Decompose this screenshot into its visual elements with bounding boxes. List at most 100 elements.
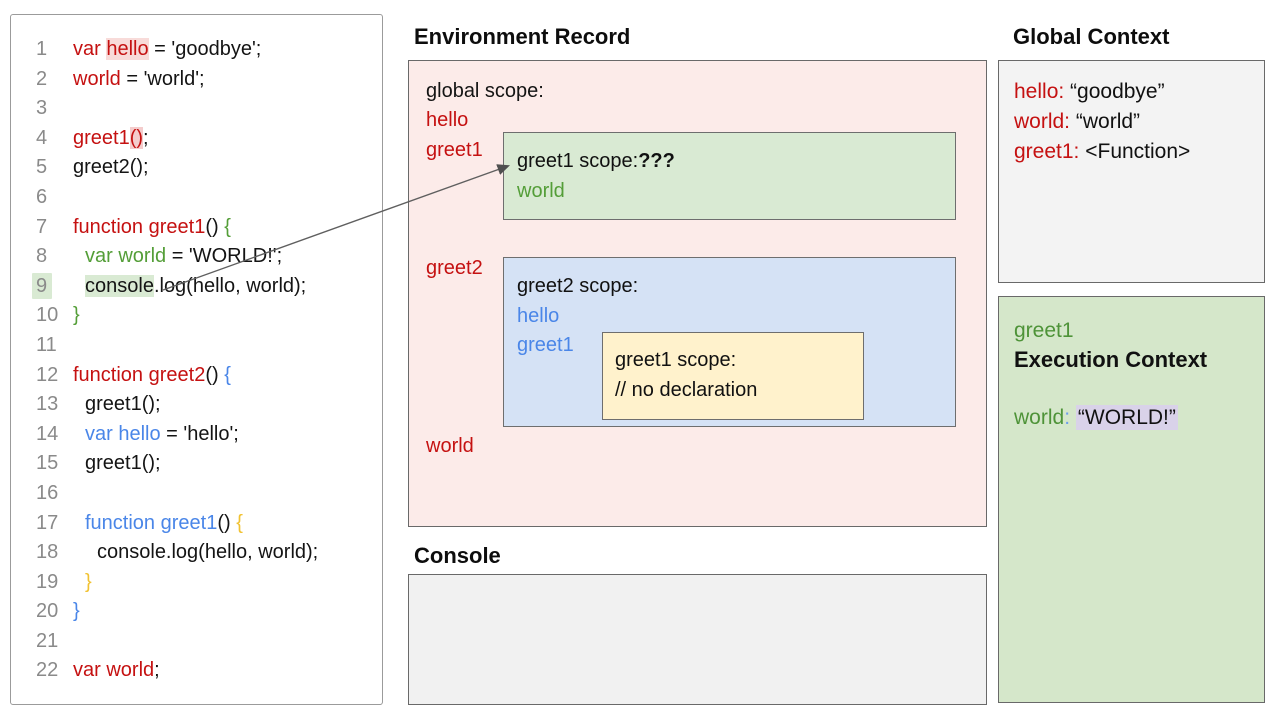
code-text: console.log(hello, world); bbox=[73, 272, 306, 302]
code-text: world = 'world'; bbox=[73, 65, 205, 95]
context-entry-greet1: greet1: <Function> bbox=[1014, 137, 1190, 167]
code-text: function greet1() { bbox=[73, 213, 231, 243]
code-line-4: 4 greet1(); bbox=[11, 124, 382, 154]
line-number: 5 bbox=[36, 156, 48, 179]
line-number: 1 bbox=[36, 38, 48, 60]
context-entry-value: <Function> bbox=[1085, 140, 1191, 163]
code-line-11: 11 bbox=[11, 331, 382, 361]
code-token: () bbox=[205, 215, 225, 238]
code-text: greet1(); bbox=[73, 390, 161, 420]
code-line-7: 7 function greet1() { bbox=[11, 213, 382, 243]
line-number: 22 bbox=[36, 659, 59, 682]
execution-context-title: Execution Context bbox=[1014, 347, 1208, 372]
code-token: var hello bbox=[85, 422, 161, 445]
greet1-var-world: world bbox=[517, 180, 565, 202]
code-token: { bbox=[224, 215, 231, 238]
code-text: } bbox=[73, 301, 80, 331]
code-token: world bbox=[73, 67, 121, 90]
code-text: greet2(); bbox=[73, 153, 149, 183]
code-token: hello bbox=[106, 38, 149, 60]
line-number: 8 bbox=[36, 245, 48, 268]
code-text: var hello = 'hello'; bbox=[73, 420, 239, 450]
line-number: 9 bbox=[32, 272, 73, 302]
greet1-inner-scope-box: greet1 scope: // no declaration bbox=[602, 332, 864, 420]
code-text: greet1(); bbox=[73, 449, 161, 479]
greet1-scope-status: ??? bbox=[638, 150, 675, 172]
code-token: } bbox=[73, 600, 80, 623]
context-entry-value: “world” bbox=[1075, 110, 1141, 133]
code-line-10: 10} bbox=[11, 301, 382, 331]
variable-name: world bbox=[1014, 406, 1065, 429]
code-line-18: 18 console.log(hello, world); bbox=[11, 538, 382, 568]
code-line-1: 1 var hello = 'goodbye'; bbox=[11, 35, 382, 65]
code-token: { bbox=[224, 363, 231, 386]
global-scope-box: global scope: hello greet1 greet2 world … bbox=[408, 60, 987, 527]
code-line-5: 5 greet2(); bbox=[11, 153, 382, 183]
code-line-6: 6 bbox=[11, 183, 382, 213]
code-line-12: 12 function greet2() { bbox=[11, 361, 382, 391]
greet2-var-greet1: greet1 bbox=[517, 334, 574, 356]
line-number: 12 bbox=[36, 363, 59, 386]
line-number: 7 bbox=[36, 215, 48, 238]
line-number: 10 bbox=[36, 304, 59, 327]
greet2-var-hello: hello bbox=[517, 305, 560, 327]
line-number: 4 bbox=[36, 126, 48, 149]
code-token: = 'goodbye'; bbox=[148, 38, 262, 60]
variable-colon: : bbox=[1064, 406, 1071, 429]
greet1-scope-label: greet1 scope: bbox=[517, 150, 639, 172]
code-token: ; bbox=[143, 126, 149, 149]
code-token: greet1 bbox=[73, 126, 130, 149]
context-entry-name: greet1: bbox=[1014, 140, 1080, 163]
code-line-19: 19} bbox=[11, 568, 382, 598]
context-entry-hello: hello: “goodbye” bbox=[1014, 77, 1165, 107]
context-entry-world: world: “world” bbox=[1014, 107, 1140, 137]
code-token: } bbox=[85, 570, 92, 593]
greet1-scope-title: greet1 scope:??? bbox=[517, 147, 675, 176]
context-entry-value: “goodbye” bbox=[1070, 80, 1165, 103]
code-token: } bbox=[73, 304, 80, 327]
global-var-world: world bbox=[426, 435, 474, 457]
global-var-hello: hello bbox=[426, 109, 469, 131]
code-token: () bbox=[217, 511, 237, 534]
code-text: console.log(hello, world); bbox=[73, 538, 318, 568]
line-number: 14 bbox=[36, 422, 59, 445]
line-number: 6 bbox=[36, 185, 48, 208]
code-token: greet1(); bbox=[85, 452, 161, 475]
code-token: function greet2 bbox=[73, 363, 206, 386]
code-token: console bbox=[85, 274, 154, 297]
code-token: function greet1 bbox=[73, 215, 206, 238]
variable-value: “WORLD!” bbox=[1075, 405, 1178, 430]
code-text: var hello = 'goodbye'; bbox=[73, 35, 261, 65]
code-token: var world bbox=[85, 245, 167, 268]
code-text: greet1(); bbox=[73, 124, 149, 154]
code-token: greet1(); bbox=[85, 393, 161, 416]
line-number: 18 bbox=[36, 541, 59, 564]
code-token: ; bbox=[154, 659, 160, 682]
greet2-scope-box: greet2 scope: hello greet1 greet1 scope:… bbox=[503, 257, 956, 427]
console-title: Console bbox=[414, 543, 501, 568]
execution-context-panel: greet1 Execution Context world: “WORLD!” bbox=[998, 296, 1265, 703]
code-token: () bbox=[205, 363, 225, 386]
code-token: .log(hello, world); bbox=[153, 274, 307, 297]
code-token: console.log(hello, world); bbox=[97, 541, 319, 564]
global-context-panel: hello: “goodbye” world: “world” greet1: … bbox=[998, 60, 1265, 283]
code-token: () bbox=[129, 126, 144, 149]
code-line-20: 20} bbox=[11, 597, 382, 627]
environment-record-title: Environment Record bbox=[414, 24, 631, 49]
code-text: function greet1() { bbox=[73, 509, 243, 539]
line-number: 11 bbox=[36, 333, 57, 356]
code-text: } bbox=[73, 597, 80, 627]
greet1-scope-box: greet1 scope:??? world bbox=[503, 132, 956, 220]
line-number: 3 bbox=[36, 97, 48, 120]
code-line-3: 3 bbox=[11, 94, 382, 124]
code-text: } bbox=[73, 568, 92, 598]
execution-context-variable: world: “WORLD!” bbox=[1014, 403, 1178, 433]
execution-context-fn-name: greet1 bbox=[1014, 319, 1074, 342]
